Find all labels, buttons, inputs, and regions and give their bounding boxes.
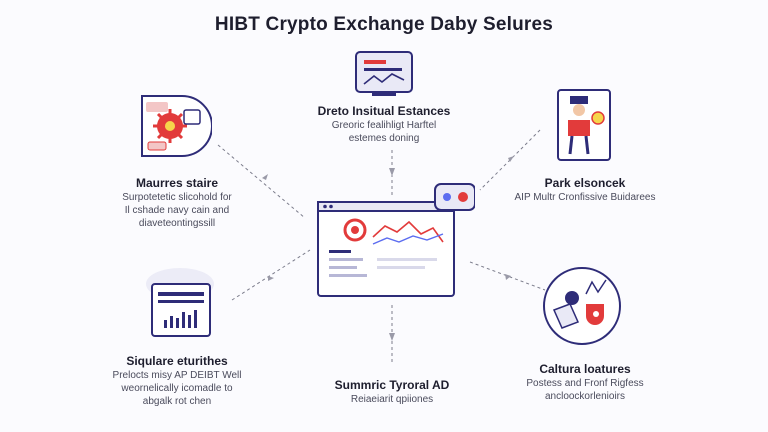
diagram-title: HIBT Crypto Exchange Daby Selures [214, 14, 554, 35]
node-lower-right-desc: Postess and Fronf Rigfess [526, 378, 644, 389]
node-upper-left-heading: Maurres staire [135, 176, 219, 190]
connector-arrow [268, 276, 274, 281]
node-lower-right-heading: Caltura loatures [539, 362, 631, 376]
node-lower-left-desc: weornelically icomadle to [121, 383, 233, 394]
gear-settings-icon [141, 95, 212, 157]
node-upper-right: Park elsoncek AIP Multr Cronfissive Buid… [490, 176, 680, 204]
connector-arrow [389, 168, 395, 176]
node-upper-left-desc: diaveteontingssill [138, 218, 216, 229]
node-lower-right: Caltura loatures Postess and Fronf Rigfe… [495, 362, 675, 403]
node-top-heading: Dreto Insitual Estances [317, 104, 451, 118]
connector-arrow [505, 274, 511, 280]
connector-lower-right [469, 261, 546, 291]
document-chart-icon [355, 51, 413, 96]
node-lower-left-heading: Siqulare eturithes [126, 354, 228, 368]
dashboard-monitor-icon [317, 183, 475, 297]
node-upper-left-desc: Surpotetetic slicohold for [122, 192, 232, 203]
security-circle-icon [543, 267, 621, 345]
node-lower-left-desc: Prelocts misy AP DEIBT Well [112, 370, 242, 381]
server-chart-icon [146, 268, 214, 337]
node-lower-left-desc: abgalk rot chen [142, 396, 212, 407]
node-upper-left: Maurres staire Surpotetetic slicohold fo… [92, 176, 262, 230]
node-upper-left-desc: Il cshade navy cain and [124, 205, 230, 216]
node-bottom: Summric Tyroral AD Reiaeiarit qpiiones [302, 378, 482, 406]
node-top-desc: Greoric fealihligt Harftel [331, 120, 437, 131]
node-top-desc: estemes doning [348, 133, 420, 144]
connector-upper-left [217, 144, 306, 219]
connector-lower-left [231, 249, 311, 301]
connector-arrow [262, 174, 268, 180]
node-lower-right-desc: ancloockorlenioirs [544, 391, 626, 402]
node-bottom-heading: Summric Tyroral AD [334, 378, 450, 392]
connector-arrow [508, 156, 514, 162]
node-upper-right-desc: AIP Multr Cronfissive Buidarees [514, 192, 656, 203]
node-bottom-desc: Reiaeiarit qpiiones [350, 394, 434, 405]
connector-arrow [389, 333, 395, 341]
node-top: Dreto Insitual Estances Greoric fealihli… [292, 104, 476, 145]
node-lower-left: Siqulare eturithes Prelocts misy AP DEIB… [92, 354, 262, 408]
user-profile-card-icon [557, 89, 611, 161]
node-upper-right-heading: Park elsoncek [544, 176, 626, 190]
